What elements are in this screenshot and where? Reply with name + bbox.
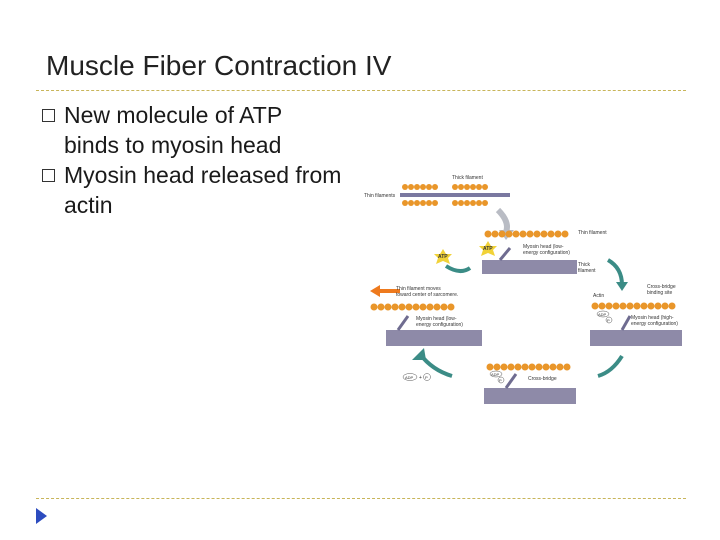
label-adp-b: ADP <box>491 372 500 377</box>
thick-filament-bottom <box>484 388 576 404</box>
myosin-head <box>396 315 410 331</box>
label-adp-r: ADP <box>598 312 607 317</box>
actin-top <box>402 184 488 206</box>
arrow-gray-icon <box>495 207 510 234</box>
label-myosin-low-1: Myosin head (low- <box>523 244 564 250</box>
actin-top-right <box>484 230 569 238</box>
actin-right <box>591 302 676 310</box>
myosin-head <box>620 315 632 331</box>
label-thin-moves-2: toward center of sarcomere. <box>396 292 458 298</box>
thick-filament-top <box>400 193 510 197</box>
footer-divider <box>36 498 686 499</box>
panel-left: Myosin head (low- energy configuration) <box>370 303 482 346</box>
label-myosin-low-2: energy configuration) <box>523 250 570 256</box>
actin-left <box>370 303 455 311</box>
p-bubble <box>497 376 505 384</box>
p-bubble <box>423 373 431 381</box>
myosin-head <box>504 373 518 389</box>
crossbridge-cycle-diagram: Thick filament Thin filaments Thin filam… <box>364 175 682 404</box>
bullet-list: New molecule of ATP binds to myosin head… <box>42 100 342 220</box>
bullet-box-icon <box>42 169 55 182</box>
panel-bottom: ADP P Cross-bridge <box>484 363 576 404</box>
thick-filament-top-right <box>482 260 577 274</box>
arrow-teal-head-icon <box>616 282 628 291</box>
label-cross-bridge: Cross-bridge <box>528 376 557 382</box>
label-atp-a: ATP <box>438 254 448 260</box>
arrow-teal-icon <box>444 264 472 273</box>
arrow-orange-icon <box>370 285 400 297</box>
bullet-text: Myosin head released from actin <box>64 162 342 218</box>
label-p-b: P <box>499 378 502 383</box>
bullet-box-icon <box>42 109 55 122</box>
label-thick-1: Thick <box>578 262 590 268</box>
atp-star-icon <box>434 249 452 264</box>
arrow-teal-head-icon <box>412 348 426 360</box>
bullet-text: New molecule of ATP binds to myosin head <box>64 102 282 158</box>
label-thick-2: filament <box>578 268 596 274</box>
panel-top-right: Thin filament Myosin head (low- energy c… <box>482 230 607 274</box>
atp-star-icon <box>479 241 497 256</box>
label-atp-b: ATP <box>483 246 493 252</box>
slide-title: Muscle Fiber Contraction IV <box>46 50 392 81</box>
arrow-teal-icon <box>606 258 624 286</box>
panel-top: Thick filament Thin filaments <box>364 175 510 206</box>
myosin-head <box>498 247 512 261</box>
label-thin-moves-1: Thin filament moves <box>396 286 441 292</box>
bullet-item: Myosin head released from actin <box>42 160 342 220</box>
bullet-item: New molecule of ATP binds to myosin head <box>42 100 342 160</box>
plus-sign: + <box>419 375 422 381</box>
label-actin: Actin <box>593 293 604 299</box>
p-bubble <box>605 316 613 324</box>
label-adp-bl: ADP <box>405 375 414 380</box>
label-thin-filaments: Thin filaments <box>364 193 396 199</box>
actin-bottom <box>486 363 571 371</box>
adp-bubble <box>489 370 503 378</box>
thick-filament-left <box>386 330 482 346</box>
label-thick-filament: Thick filament <box>452 175 483 181</box>
label-myosin-high-1: Myosin head (high- <box>631 315 674 321</box>
label-p-r: P <box>607 318 610 323</box>
label-thin-filament: Thin filament <box>578 230 607 236</box>
label-myosin-low-l1: Myosin head (low- <box>416 316 457 322</box>
adp-bubble <box>402 373 418 381</box>
arrow-teal-icon <box>597 354 624 378</box>
title-divider <box>36 90 686 91</box>
label-myosin-low-l2: energy configuration) <box>416 322 463 328</box>
label-crossbridge-site-2: binding site <box>647 290 673 296</box>
panel-right: Actin Cross-bridge binding site ADP P My… <box>590 284 682 346</box>
slide-marker-triangle-icon <box>36 508 47 524</box>
label-crossbridge-site-1: Cross-bridge <box>647 284 676 290</box>
thick-filament-right <box>590 330 682 346</box>
adp-bubble <box>596 310 610 318</box>
label-myosin-high-2: energy configuration) <box>631 321 678 327</box>
label-p-bl: P <box>425 375 428 380</box>
